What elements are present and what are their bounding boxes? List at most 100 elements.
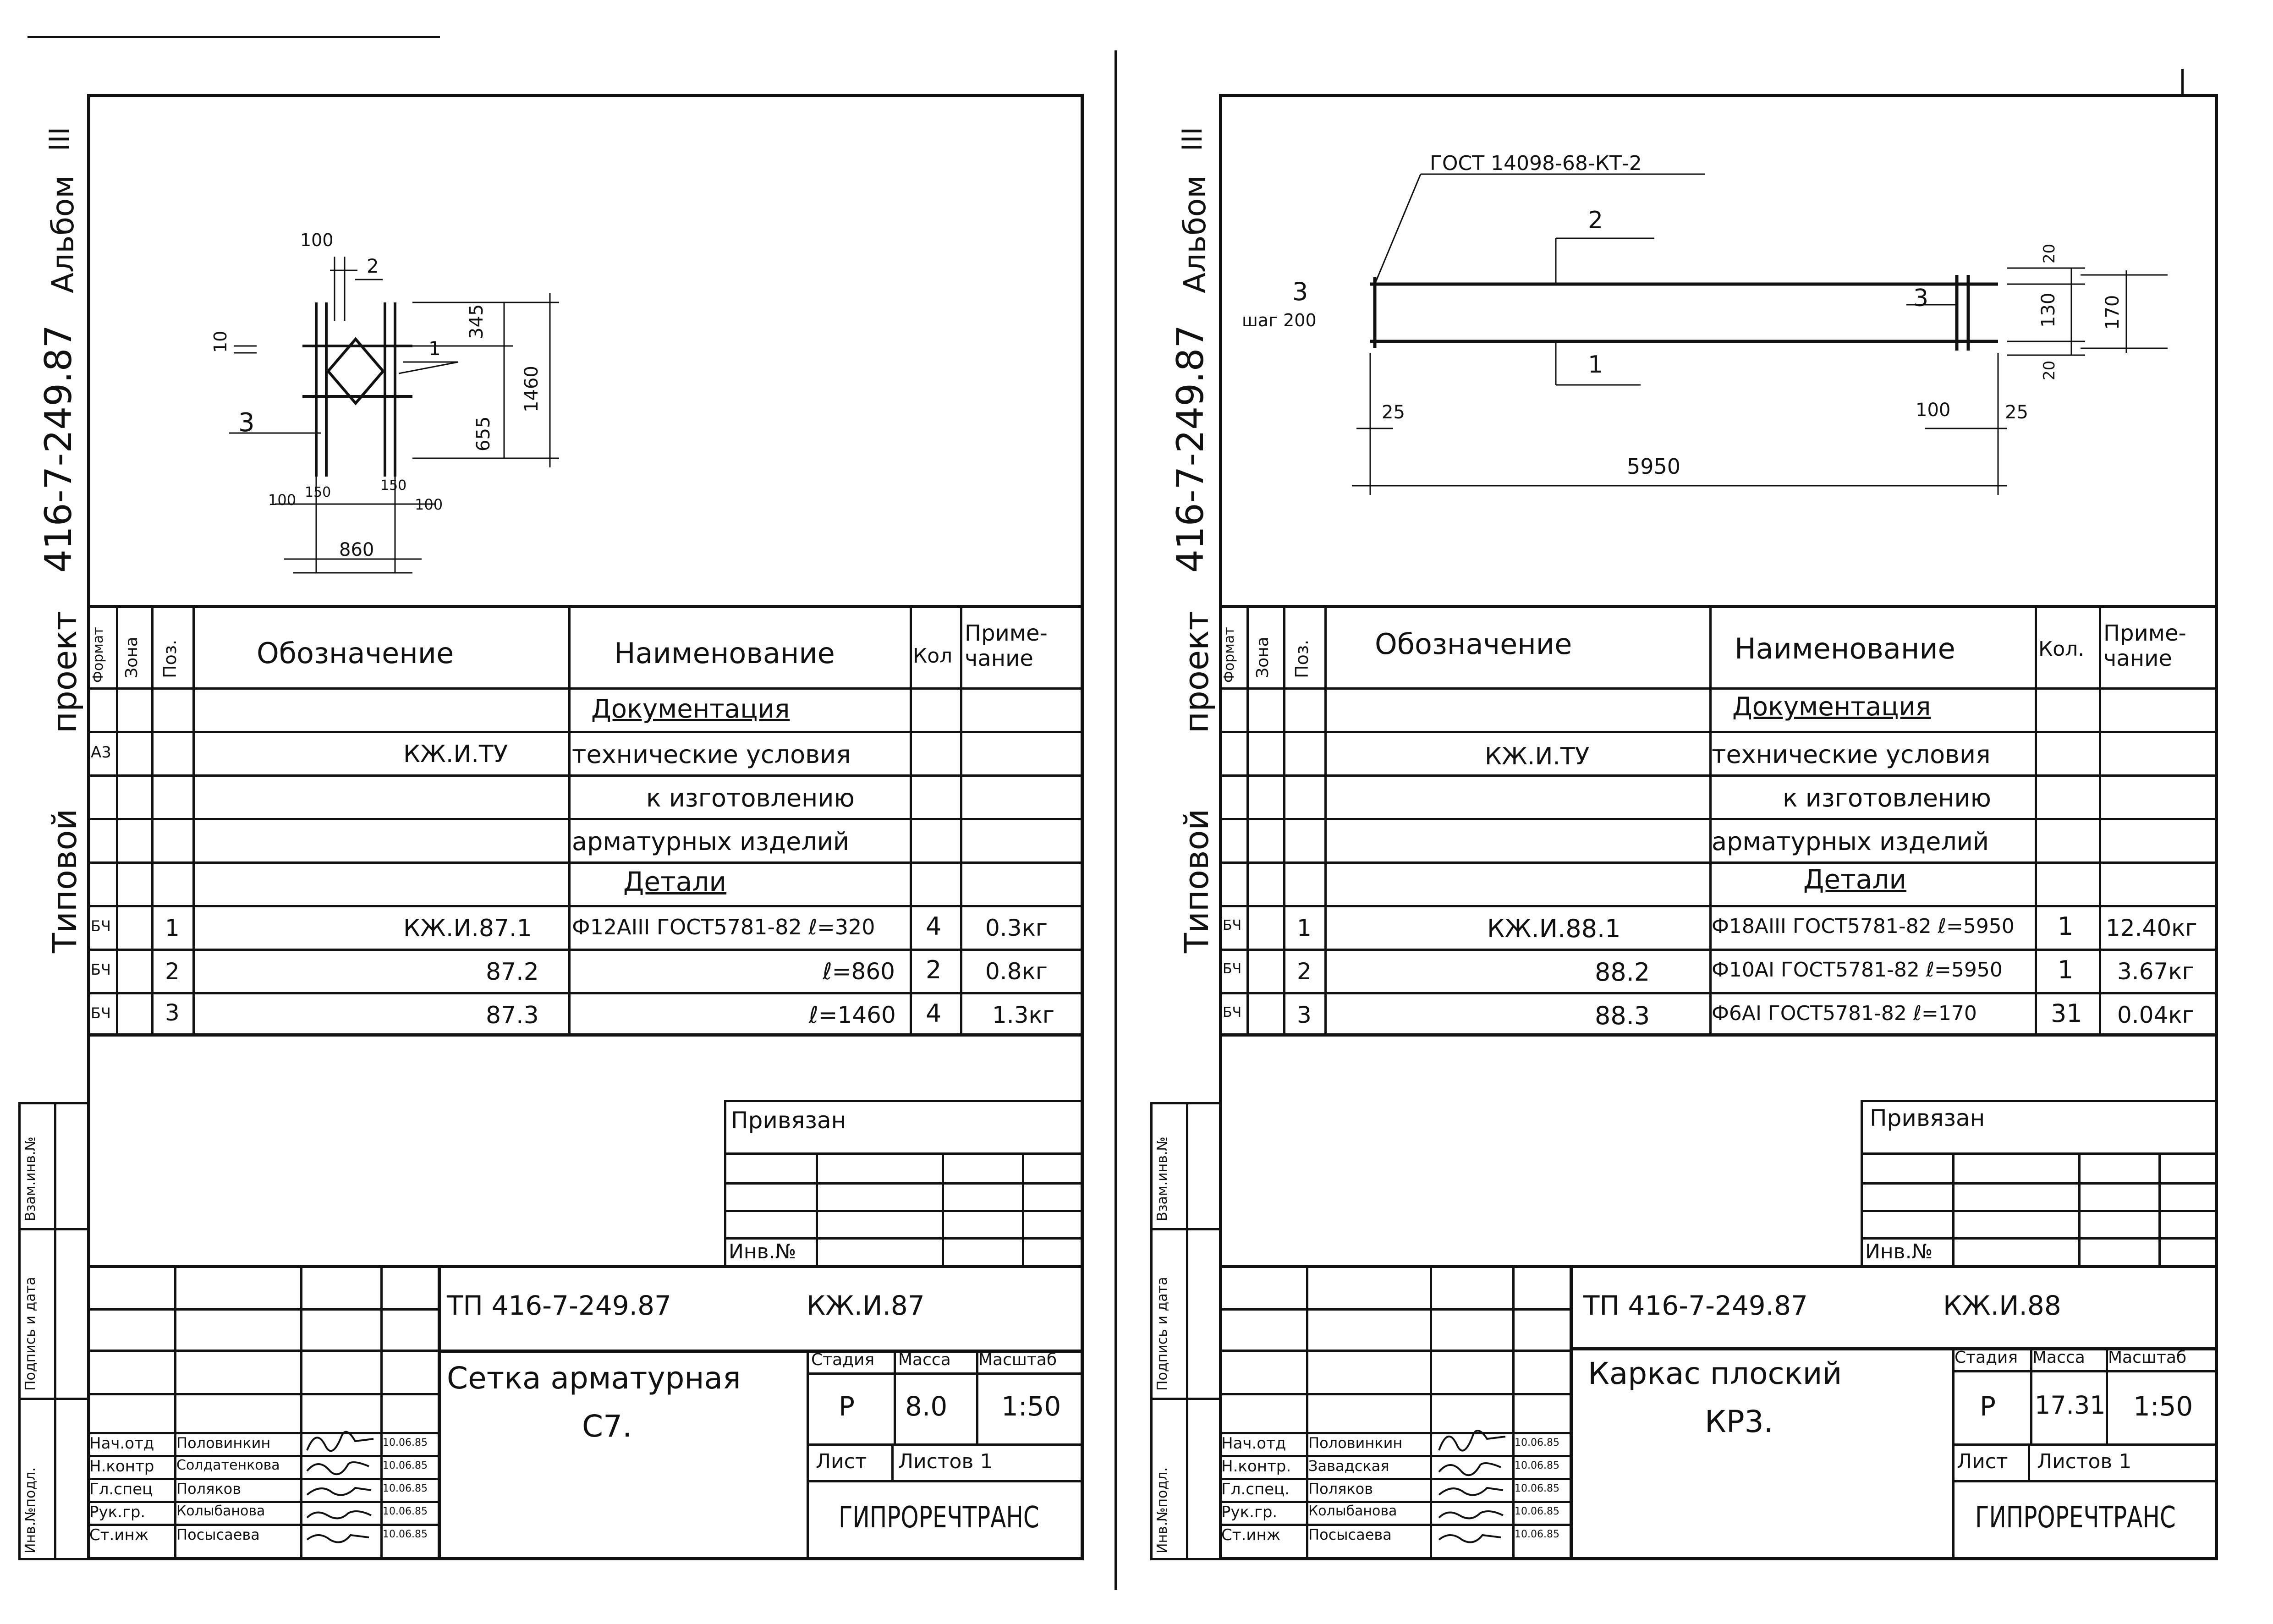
row-pos: 1 — [165, 915, 180, 941]
row-note: 1.3кг — [992, 1002, 1054, 1028]
stamp-mass: 8.0 — [905, 1391, 948, 1422]
stamp-doc-code: КЖ.И.88 — [1943, 1290, 2061, 1321]
step-label: шаг 200 — [1242, 310, 1317, 330]
dim-label: 860 — [339, 539, 374, 560]
person-date: 10.06.85 — [1515, 1506, 1559, 1517]
row-name: ℓ=860 — [823, 958, 895, 985]
row-name: Детали — [1803, 864, 1907, 895]
dim-label: 2 — [367, 255, 379, 277]
stamp-title-2: КР3. — [1705, 1404, 1773, 1439]
col-note: Приме- чание — [965, 620, 1048, 672]
col-note: Приме- чание — [2103, 620, 2186, 672]
stamp-col-scale: Масштаб — [2108, 1348, 2187, 1367]
row-format: БЧ — [1223, 1004, 1242, 1020]
row-designation: 87.3 — [486, 1002, 539, 1029]
gost-label: ГОСТ 14098-68-КТ-2 — [1430, 152, 1642, 175]
stamp-mass: 17.31 — [2035, 1391, 2106, 1420]
person-name: Завадская — [1308, 1457, 1389, 1475]
row-pos: 1 — [1297, 915, 1312, 941]
row-qty: 4 — [926, 999, 942, 1028]
row-format: БЧ — [91, 917, 111, 935]
row-name: арматурных изделий — [572, 827, 850, 856]
stamp-sheets: Листов 1 — [2037, 1450, 2132, 1473]
stamp-col-stage: Стадия — [1955, 1348, 2018, 1367]
row-note: 12.40кг — [2106, 915, 2197, 941]
dim-label: 100 — [268, 491, 296, 509]
stamp-col-scale: Масштаб — [978, 1350, 1057, 1369]
person-role: Н.контр. — [1221, 1457, 1291, 1476]
stamp-col-stage: Стадия — [811, 1350, 875, 1369]
person-date: 10.06.85 — [383, 1529, 428, 1540]
sheet-1: Альбом III 416-7-249.87 проект Типовой В… — [0, 0, 1118, 1624]
row-name: к изготовлению — [646, 784, 855, 812]
person-name: Посысаева — [176, 1526, 260, 1543]
row-pos: 3 — [1297, 1002, 1312, 1028]
sheet-frame — [87, 94, 1084, 1560]
stamp-scale: 1:50 — [1001, 1391, 1061, 1422]
row-designation: 88.2 — [1595, 958, 1650, 987]
stamp-title-1: Каркас плоский — [1588, 1356, 1842, 1391]
row-designation: КЖ.И.ТУ — [403, 741, 508, 768]
row-name: Ф10АI ГОСТ5781-82 ℓ=5950 — [1712, 958, 2003, 982]
row-qty: 31 — [2051, 999, 2082, 1028]
row-name: Ф18АIII ГОСТ5781-82 ℓ=5950 — [1712, 915, 2015, 938]
mesh-drawing — [229, 257, 559, 574]
row-format: БЧ — [91, 1004, 111, 1022]
row-name: арматурных изделий — [1712, 827, 1989, 856]
person-name: Поляков — [1308, 1480, 1373, 1498]
stamp-org: ГИПРОРЕЧТРАНС — [839, 1501, 1039, 1535]
stamp-col-mass: Масса — [2032, 1348, 2085, 1367]
row-name: Детали — [623, 866, 727, 897]
stamp-doc-code: КЖ.И.87 — [807, 1290, 925, 1321]
signatures — [306, 1431, 374, 1543]
stamp-org: ГИПРОРЕЧТРАНС — [1975, 1501, 2176, 1535]
stamp-stage: Р — [839, 1391, 855, 1422]
person-name: Половинкин — [176, 1434, 271, 1452]
person-date: 10.06.85 — [1515, 1483, 1559, 1494]
top-rule — [27, 36, 440, 38]
stamp-project-code: ТП 416-7-249.87 — [447, 1290, 671, 1321]
dim-label: 150 — [380, 477, 407, 494]
row-qty: 1 — [2058, 955, 2074, 984]
dim-label: 1 — [428, 337, 441, 360]
row-designation: КЖ.И.88.1 — [1487, 914, 1621, 943]
row-pos: 3 — [165, 999, 180, 1026]
privyazan-label: Привязан — [731, 1107, 846, 1134]
row-format: БЧ — [1223, 917, 1242, 933]
row-qty: 2 — [926, 955, 942, 984]
stamp-title-2: С7. — [582, 1409, 632, 1444]
pos-label: 1 — [1588, 351, 1603, 379]
left-strip — [1150, 1102, 1221, 1560]
row-designation: КЖ.И.87.1 — [403, 915, 532, 942]
center-fold-line — [1115, 50, 1117, 1590]
person-name: Посысаева — [1308, 1526, 1392, 1543]
pos-label: 3 — [1913, 285, 1929, 312]
pos-label: 3 — [1292, 277, 1308, 306]
person-role: Гл.спец — [89, 1480, 153, 1498]
dim-label: 100 — [300, 230, 334, 250]
person-role: Нач.отд — [1221, 1434, 1286, 1453]
person-date: 10.06.85 — [1515, 1437, 1559, 1448]
dim-label: 100 — [1916, 400, 1951, 421]
row-name: ℓ=1460 — [809, 1002, 896, 1028]
person-role: Рук.гр. — [1221, 1503, 1278, 1521]
stamp-sheets: Листов 1 — [898, 1450, 993, 1473]
person-role: Ст.инж — [89, 1526, 149, 1544]
frame-drawing — [1352, 173, 2168, 495]
stamp-scale: 1:50 — [2133, 1391, 2193, 1422]
row-qty: 1 — [2058, 912, 2074, 941]
stamp-sheet: Лист — [1957, 1450, 2008, 1473]
stamp-title-1: Сетка арматурная — [447, 1361, 741, 1396]
col-designation: Обозначение — [1375, 627, 1572, 661]
person-name: Поляков — [176, 1480, 242, 1498]
person-role: Рук.гр. — [89, 1503, 146, 1521]
dim-label: 3 — [238, 408, 255, 438]
top-right-mark — [2181, 69, 2184, 96]
row-format: А3 — [91, 743, 111, 762]
stamp-col-mass: Масса — [898, 1350, 951, 1369]
person-role: Гл.спец. — [1221, 1480, 1290, 1498]
sheet-2: Альбом III 416-7-249.87 проект Типовой В… — [1136, 0, 2273, 1624]
col-qty: Кол — [913, 644, 953, 668]
col-name: Наименование — [1735, 632, 1955, 665]
person-name: Колыбанова — [1308, 1503, 1397, 1519]
